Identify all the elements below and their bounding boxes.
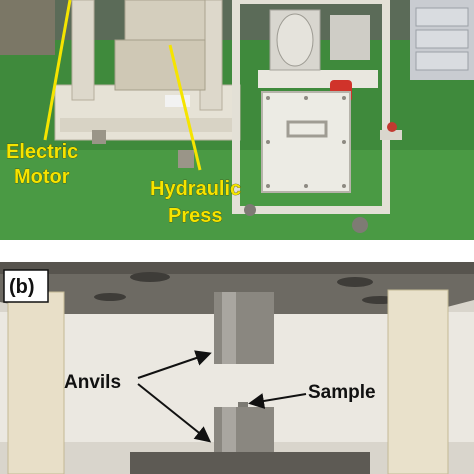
label-sample: Sample <box>308 382 376 403</box>
left-clutter <box>0 0 55 55</box>
upper-anvil-highlight <box>222 292 236 364</box>
hydraulic-shelf <box>258 70 378 88</box>
panel-a-photo: Electric Motor Hydraulic Press <box>0 0 474 240</box>
spigot <box>380 130 402 140</box>
pump-cylinder <box>276 13 314 67</box>
panel-b-tag: (b) <box>9 276 35 298</box>
sample <box>238 402 248 407</box>
label-electric-line1: Electric <box>6 141 78 163</box>
panel-b-photo: (b) Anvils Sample <box>0 262 474 474</box>
press-base-lip <box>60 118 238 132</box>
arrow-anvils-upper <box>137 350 212 379</box>
panel-b-tag-box <box>3 269 49 303</box>
motor-label-plate <box>165 95 190 107</box>
top-platen-edge <box>0 262 474 274</box>
panel-a-illustration: Electric Motor Hydraulic Press <box>0 0 474 240</box>
label-electric-line2: Motor <box>14 166 70 188</box>
arrow-sample <box>248 393 307 409</box>
oil-tank <box>261 91 351 193</box>
arrow-anvils-lower <box>137 383 212 443</box>
pointer-line-hydraulic-press <box>168 44 202 171</box>
label-hydraulic-line2: Press <box>168 205 223 227</box>
tank-handle <box>286 120 328 138</box>
panel-b-illustration: (b) Anvils Sample <box>0 262 474 474</box>
foot <box>92 130 106 144</box>
pointer-line-electric-motor <box>43 0 72 141</box>
foot <box>178 150 194 168</box>
label-anvils: Anvils <box>64 372 121 393</box>
motor-housing <box>114 39 206 91</box>
base-plate <box>130 452 370 474</box>
spigot-knob <box>387 122 397 132</box>
panel-gap <box>0 240 474 262</box>
drawer <box>415 51 469 71</box>
label-hydraulic-line1: Hydraulic <box>150 178 241 200</box>
hydraulic-frame <box>232 0 390 214</box>
press-column-left <box>71 0 95 101</box>
press-column-left <box>7 291 65 474</box>
caster <box>352 217 368 233</box>
tank-bolts <box>266 96 346 188</box>
valve-block <box>330 15 370 60</box>
press-column-right <box>387 289 449 474</box>
drawer <box>415 29 469 49</box>
drawer <box>415 7 469 27</box>
caster <box>244 204 256 216</box>
